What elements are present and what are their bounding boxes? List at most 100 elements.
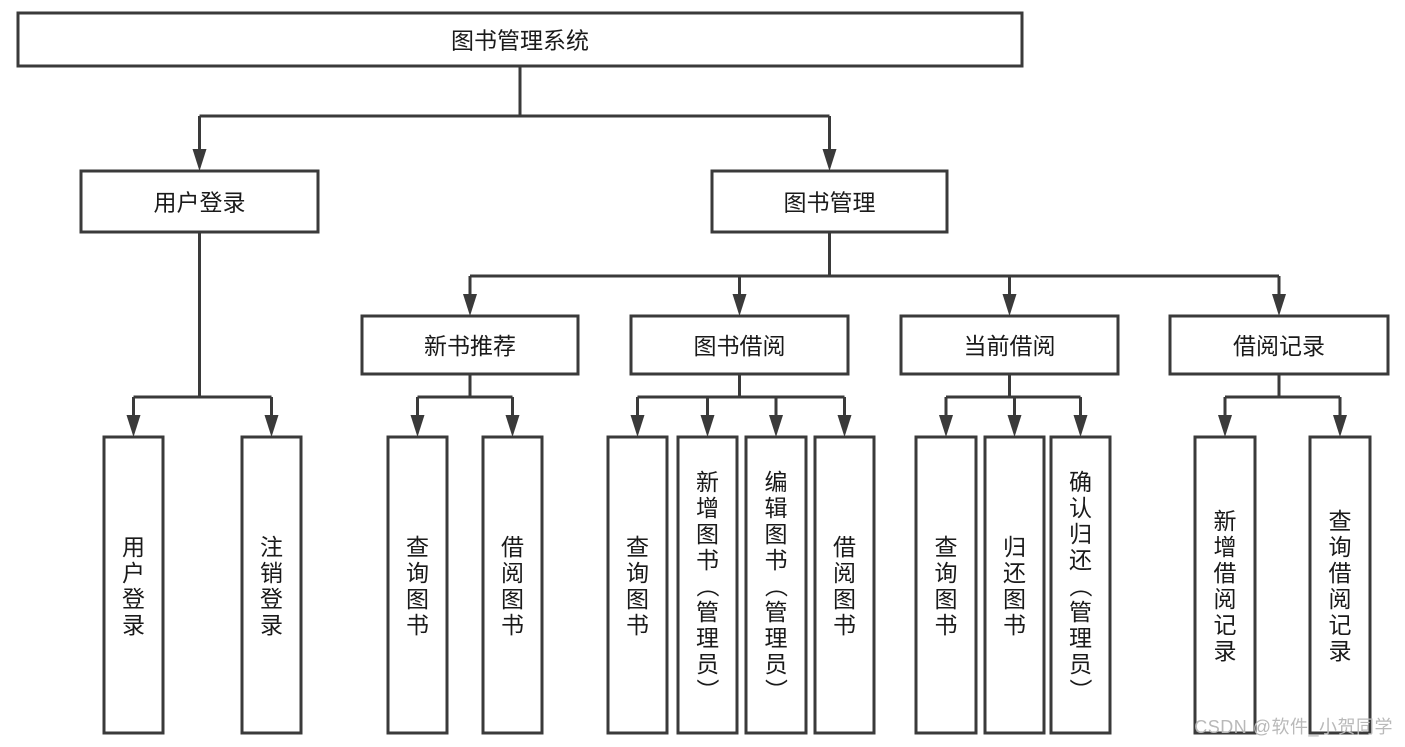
arrow-head-icon <box>463 294 477 316</box>
node-label-char: 书 <box>696 547 719 573</box>
node-label-char: 销 <box>260 560 283 586</box>
edge-group-book-management <box>463 232 1286 316</box>
node-label-char: 书 <box>1003 612 1026 638</box>
node-box[interactable] <box>983 435 1046 735</box>
node-box[interactable] <box>481 435 544 735</box>
node-label-char: ） <box>1068 679 1094 702</box>
node-label-char: 认 <box>1069 495 1092 521</box>
arrow-head-icon <box>1218 415 1232 437</box>
node-book-borrow[interactable]: 图书借阅 <box>629 314 850 376</box>
node-box[interactable] <box>606 435 669 735</box>
node-box[interactable] <box>102 435 165 735</box>
node-new-book-recommend[interactable]: 新书推荐 <box>360 314 580 376</box>
node-label-char: 询 <box>626 560 649 586</box>
node-box[interactable] <box>1168 314 1390 376</box>
node-leaf-user-login[interactable]: 用户登录用户登录 <box>102 435 165 735</box>
node-box[interactable] <box>899 314 1120 376</box>
connector-layer <box>126 66 1347 437</box>
node-label-char: 借 <box>833 534 856 560</box>
arrow-head-icon <box>1272 294 1286 316</box>
arrow-head-icon <box>264 415 279 437</box>
node-box[interactable] <box>813 435 876 735</box>
arrow-head-icon <box>1073 415 1088 437</box>
node-box[interactable] <box>1193 435 1257 735</box>
node-label-char: 借 <box>1214 560 1237 586</box>
node-label-char: 询 <box>1329 534 1352 560</box>
node-box[interactable] <box>1049 435 1112 735</box>
node-box[interactable] <box>1308 435 1372 735</box>
node-label-char: 户 <box>122 560 145 586</box>
arrow-head-icon <box>1007 415 1022 437</box>
node-leaf-logout[interactable]: 注销登录注销登录 <box>240 435 303 735</box>
node-label-char: 询 <box>935 560 958 586</box>
node-label-char: 借 <box>1329 560 1352 586</box>
node-book-management[interactable]: 图书管理 <box>710 169 949 234</box>
node-label-char: 书 <box>935 612 958 638</box>
node-label-char: 员 <box>1069 651 1092 677</box>
node-leaf-borrow-book[interactable]: 借阅图书借阅图书 <box>813 435 876 735</box>
node-box[interactable] <box>79 169 320 234</box>
node-label-char: 图 <box>696 521 719 547</box>
node-box[interactable] <box>744 435 808 735</box>
node-leaf-query-book-borrow[interactable]: 查询图书查询图书 <box>606 435 669 735</box>
node-label-char: 借 <box>501 534 524 560</box>
node-label-char: 录 <box>1329 638 1352 664</box>
arrow-head-icon <box>700 415 715 437</box>
node-label-char: 图 <box>833 586 856 612</box>
node-label-char: 确 <box>1069 469 1092 495</box>
node-label: 图书管理系统 <box>451 28 589 54</box>
node-leaf-add-borrow-record[interactable]: 新增借阅记录新增借阅记录 <box>1193 435 1257 735</box>
node-label-char: 员 <box>696 651 719 677</box>
node-leaf-query-borrow-record[interactable]: 查询借阅记录查询借阅记录 <box>1308 435 1372 735</box>
arrow-head-icon <box>1333 415 1347 437</box>
node-box[interactable] <box>360 314 580 376</box>
node-label-char: 图 <box>501 586 524 612</box>
node-borrow-record[interactable]: 借阅记录 <box>1168 314 1390 376</box>
node-box[interactable] <box>676 435 739 735</box>
arrow-head-icon <box>505 415 520 437</box>
node-label: 借阅记录 <box>1233 333 1325 359</box>
arrow-head-icon <box>939 415 953 437</box>
node-label-char: 录 <box>260 612 283 638</box>
node-label-char: 归 <box>1003 534 1026 560</box>
node-label-char: 理 <box>765 625 788 651</box>
node-label-char: 阅 <box>1329 586 1352 612</box>
node-leaf-borrow-book-recommend[interactable]: 借阅图书借阅图书 <box>481 435 544 735</box>
node-leaf-return-book[interactable]: 归还图书归还图书 <box>983 435 1046 735</box>
node-root[interactable]: 图书管理系统 <box>16 11 1024 68</box>
edge-group-book-borrow <box>630 374 852 437</box>
node-label-char: （ <box>1068 575 1094 598</box>
node-leaf-query-book-recommend[interactable]: 查询图书查询图书 <box>386 435 449 735</box>
node-label-char: 归 <box>1069 521 1092 547</box>
node-label-char: 理 <box>696 625 719 651</box>
node-box[interactable] <box>240 435 303 735</box>
node-box[interactable] <box>16 11 1024 68</box>
node-user-login[interactable]: 用户登录 <box>79 169 320 234</box>
node-label-char: ） <box>763 679 789 702</box>
node-box[interactable] <box>386 435 449 735</box>
node-leaf-query-book-current[interactable]: 查询图书查询图书 <box>914 435 978 735</box>
edge-group-borrow-record <box>1218 374 1347 437</box>
node-label-char: 记 <box>1329 612 1352 638</box>
node-label-char: 书 <box>833 612 856 638</box>
node-label-char: 还 <box>1003 560 1026 586</box>
node-box[interactable] <box>710 169 949 234</box>
arrow-head-icon <box>630 415 645 437</box>
node-label-char: （ <box>695 575 721 598</box>
node-current-borrow[interactable]: 当前借阅 <box>899 314 1120 376</box>
node-label-char: 书 <box>406 612 429 638</box>
node-box[interactable] <box>629 314 850 376</box>
arrow-head-icon <box>192 149 207 171</box>
node-label-char: 还 <box>1069 547 1092 573</box>
node-label-char: 新 <box>696 469 719 495</box>
node-box[interactable] <box>914 435 978 735</box>
arrow-head-icon <box>822 149 837 171</box>
node-label-char: 录 <box>122 612 145 638</box>
node-label-char: 管 <box>765 599 788 625</box>
node-label-char: 阅 <box>833 560 856 586</box>
